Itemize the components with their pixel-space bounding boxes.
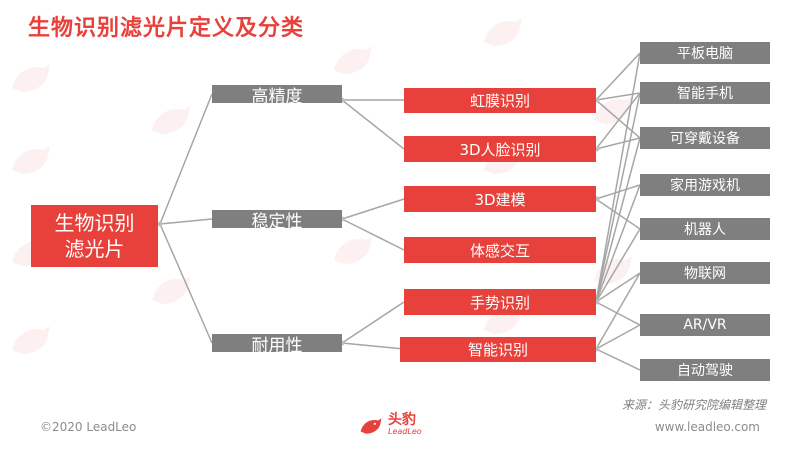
- connector-line: [341, 342, 405, 350]
- connector-line: [595, 92, 641, 150]
- connector-line: [595, 198, 641, 230]
- root-node-label-line2: 滤光片: [64, 237, 125, 261]
- app-node-robot: 机器人: [640, 218, 770, 240]
- app-node-iot: 物联网: [640, 262, 770, 284]
- connector-line: [595, 99, 641, 139]
- tech-node-motion-sensing: 体感交互: [404, 237, 596, 263]
- connector-line: [341, 99, 405, 150]
- connector-line: [341, 218, 405, 251]
- connector-line: [595, 272, 641, 350]
- connector-line: [595, 137, 641, 150]
- connector-line: [341, 301, 405, 344]
- leopard-logo-icon: [360, 418, 382, 434]
- category-node-stability: 稳定性: [212, 210, 342, 232]
- connector-line: [341, 198, 405, 220]
- logo-text-en: LeadLeo: [388, 427, 422, 436]
- root-node-label-line1: 生物识别: [54, 211, 135, 235]
- connector-line: [595, 184, 641, 303]
- app-node-smartphone: 智能手机: [640, 82, 770, 104]
- app-node-wearable: 可穿戴设备: [640, 127, 770, 149]
- tech-node-3d-face-recognition: 3D人脸识别: [404, 136, 596, 162]
- connector-line: [595, 324, 641, 350]
- source-note: 来源：头豹研究院编辑整理: [621, 398, 766, 412]
- tech-node-gesture-recognition: 手势识别: [404, 289, 596, 315]
- app-node-game-console: 家用游戏机: [640, 174, 770, 196]
- connector-line: [595, 184, 641, 200]
- tech-node-iris-recognition: 虹膜识别: [404, 88, 596, 113]
- root-node: 生物识别 滤光片: [31, 205, 158, 267]
- footer-copyright: ©2020 LeadLeo: [40, 420, 137, 434]
- connector-line: [595, 52, 641, 101]
- footer-logo: 头豹 LeadLeo: [358, 412, 422, 438]
- footer-website[interactable]: www.leadleo.com: [654, 420, 760, 434]
- connector-dot: [157, 221, 163, 227]
- connector-line: [595, 272, 641, 303]
- connector-line: [595, 137, 641, 303]
- connector-line: [159, 218, 213, 225]
- app-node-ar-vr: AR/VR: [640, 314, 770, 336]
- page-title: 生物识别滤光片定义及分类: [28, 16, 305, 41]
- connector-line: [595, 52, 641, 303]
- app-node-tablet: 平板电脑: [640, 42, 770, 64]
- connector-line: [159, 93, 213, 225]
- category-node-high-precision: 高精度: [212, 85, 342, 107]
- connector-line: [159, 223, 213, 344]
- tech-node-smart-recognition: 智能识别: [400, 337, 596, 362]
- connector-line: [595, 348, 641, 371]
- connector-line: [595, 301, 641, 326]
- category-node-durability: 耐用性: [212, 334, 342, 356]
- app-node-autonomous-driving: 自动驾驶: [640, 359, 770, 381]
- tech-node-3d-modeling: 3D建模: [404, 186, 596, 212]
- connector-line: [595, 92, 641, 303]
- logo-text-cn: 头豹: [388, 412, 416, 428]
- connector-line: [595, 228, 641, 303]
